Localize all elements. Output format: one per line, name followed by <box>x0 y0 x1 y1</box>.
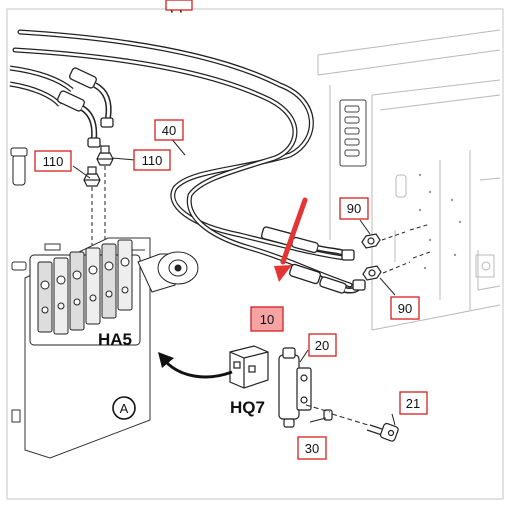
callout-90-top: 90 <box>339 197 369 220</box>
valve-post <box>10 147 28 186</box>
callout-box-20 <box>308 333 337 357</box>
fitting-90-top <box>361 233 381 249</box>
callout-box-90-top <box>339 197 369 220</box>
callout-label-30: 30 <box>305 441 319 456</box>
callout-box-10 <box>250 306 284 332</box>
callout-box-90-bottom <box>390 296 420 320</box>
hose-fittings-upper <box>9 65 114 148</box>
label-ha5: HA5 <box>98 330 132 349</box>
label-hq7: HQ7 <box>230 398 265 417</box>
callout-label-110-right: 110 <box>142 153 163 168</box>
callout-label-20: 20 <box>315 338 329 353</box>
chassis-dots <box>418 173 462 270</box>
callout-label-90-bottom: 90 <box>398 301 412 316</box>
callout-110-left: 110 <box>34 150 72 172</box>
fitting-110-right <box>96 145 114 166</box>
callout-label-40: 40 <box>162 123 176 138</box>
plug-30 <box>323 409 333 421</box>
valve-hq7-body <box>278 347 312 428</box>
fitting-90-bottom <box>362 265 382 281</box>
callout-box-21 <box>399 391 428 415</box>
callout-box-30 <box>297 436 327 460</box>
callout-top-partial <box>165 0 193 11</box>
outer-frame <box>6 8 504 500</box>
callout-box-110-right <box>133 149 171 171</box>
chassis-frame <box>317 29 501 331</box>
callout-box-110-left <box>34 150 72 172</box>
valve-actuator <box>137 251 199 293</box>
callout-30: 30 <box>297 436 327 460</box>
label-circle-a: A <box>112 396 136 420</box>
callout-90-bottom: 90 <box>390 296 420 320</box>
callout-110-right: 110 <box>133 149 171 171</box>
callout-label-110-left: 110 <box>43 154 64 169</box>
callout-40: 40 <box>154 119 184 141</box>
leader-lines-hq7 <box>299 349 396 426</box>
fitting-110-left <box>83 166 101 187</box>
chassis-bracket <box>339 99 367 167</box>
bolt-21 <box>366 422 399 442</box>
circle-a-ring <box>112 396 136 420</box>
hose-ends-right <box>260 226 366 294</box>
circle-a-letter: A <box>120 401 129 416</box>
assembly-arrow <box>158 352 233 379</box>
callout-10: 10 <box>250 306 284 332</box>
callout-label-10: 10 <box>260 312 274 327</box>
leader-lines <box>91 166 106 245</box>
callout-box-40 <box>154 119 184 141</box>
valve-cube <box>229 345 269 389</box>
leader-lines-90 <box>359 219 431 296</box>
callout-20: 20 <box>308 333 337 357</box>
callout-label-21: 21 <box>406 396 420 411</box>
callout-21: 21 <box>399 391 428 415</box>
valve-stack <box>29 239 141 346</box>
pointer-arrow <box>274 197 308 282</box>
callout-label-90-top: 90 <box>347 201 361 216</box>
